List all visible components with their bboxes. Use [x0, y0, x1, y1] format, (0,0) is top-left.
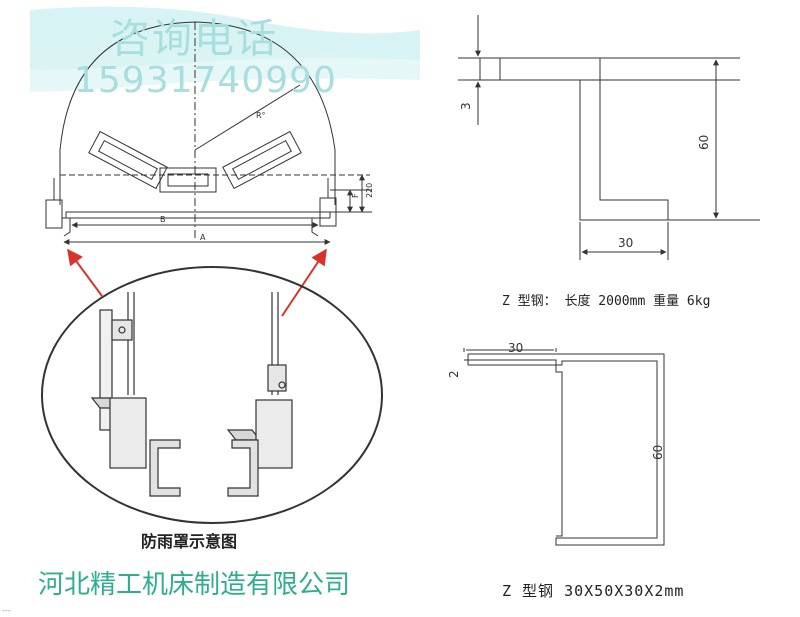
z-steel-top-caption: Z 型钢： 长度 2000mm 重量 6kg	[502, 294, 711, 309]
conveyor-diagram	[45, 21, 372, 245]
center-idler-roller	[159, 167, 217, 193]
label-thickness-top: 3	[459, 102, 473, 110]
corner-mark: ---	[2, 606, 11, 615]
watermark-phone-number: 15931740990	[74, 60, 337, 101]
z-profile-bottom	[468, 353, 665, 546]
radius-line	[194, 84, 301, 151]
right-bracket-detail	[226, 292, 293, 497]
label-width-b: B	[160, 215, 166, 224]
z-steel-top-labels: 3 60 30	[459, 102, 711, 250]
label-height-220: 220	[365, 183, 374, 198]
watermark-phone-label: 咨询电话	[110, 16, 278, 62]
left-idler-roller	[88, 130, 168, 190]
z-steel-bottom-labels: 30 2 60	[447, 341, 665, 460]
rain-cover-caption: 防雨罩示意图	[141, 532, 238, 551]
label-flange-top: 30	[618, 236, 633, 250]
conveyor-labels: R° B A 220 F	[160, 111, 374, 242]
right-red-arrow	[281, 248, 327, 317]
watermark-wave-band	[29, 6, 421, 92]
z-steel-bottom-caption: Z 型钢 30X50X30X2mm	[502, 582, 685, 600]
label-height-bottom: 60	[651, 445, 665, 460]
detail-view	[41, 266, 383, 524]
z-profile-top	[480, 58, 669, 221]
z-steel-top-drawing	[458, 15, 760, 260]
detail-ellipse	[41, 266, 383, 524]
z-steel-bottom-drawing	[463, 348, 665, 546]
detail-pointer-arrows	[67, 248, 327, 317]
frame-base	[65, 211, 331, 219]
label-radius: R°	[256, 111, 266, 120]
right-idler-roller	[222, 130, 302, 190]
label-height-top: 60	[697, 135, 711, 150]
label-width-a: A	[200, 233, 206, 242]
label-f: F	[351, 193, 360, 198]
label-thickness-bottom: 2	[447, 370, 461, 378]
watermark-company-name: 河北精工机床制造有限公司	[38, 570, 351, 600]
left-red-arrow	[67, 248, 103, 297]
left-bracket-detail	[90, 292, 181, 497]
label-top-flange-bottom: 30	[508, 341, 523, 355]
